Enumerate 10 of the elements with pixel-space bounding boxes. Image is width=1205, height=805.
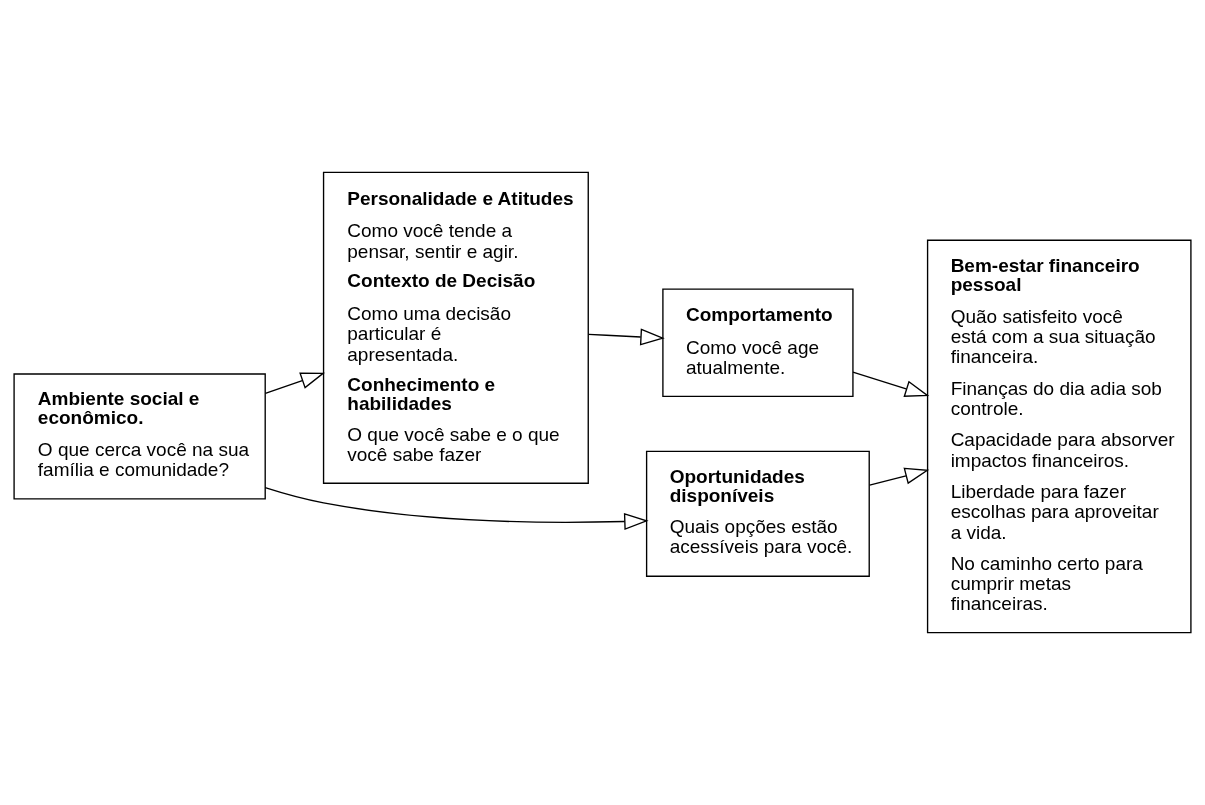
arrow [852, 371, 930, 397]
arrow [587, 328, 665, 346]
arrow [264, 372, 326, 395]
node-box: Oportunidades disponíveis Quais opções estão acessíveis para você. [645, 450, 870, 577]
arrow [264, 487, 649, 531]
node-box: Bem-estar financeiro pessoal Quão satisfeito você está com a sua situação financeira. Finanças do dia adia sob controle. Capacidade para absorver impactos financeiros. Liberdade para fazer escolhas para aproveitar a vida. No caminho certo para cumprir metas financeiras. [926, 239, 1192, 634]
node-box: Personalidade e Atitudes Como você tende a pensar, sentir e agir. Contexto de Decisão Como uma decisão particular é apresentada. Conhecimento e habilidades O que você sabe e o que você sabe fazer [322, 171, 589, 484]
node-box: Ambiente social e econômico. O que cerca você na sua família e comunidade? [13, 373, 266, 500]
node-box: Comportamento Como você age atualmente. [662, 288, 854, 398]
arrow [868, 467, 930, 486]
